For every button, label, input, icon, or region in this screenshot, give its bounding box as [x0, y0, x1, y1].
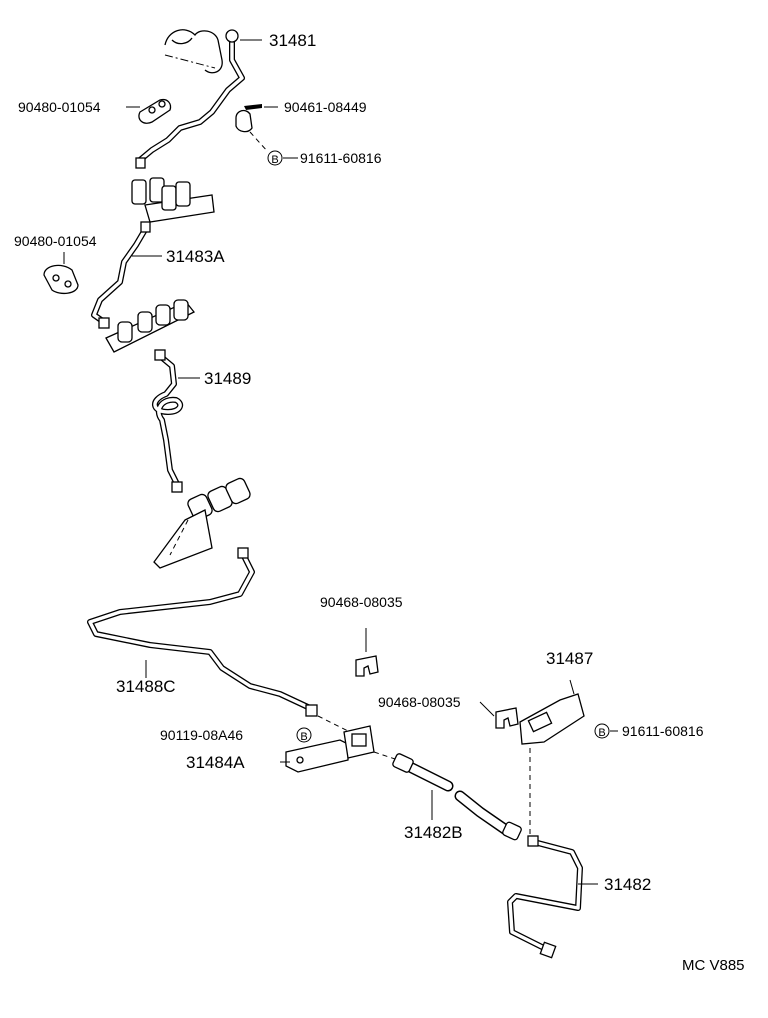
label-90480-mid: 90480-01054 [14, 233, 97, 249]
label-90480-top: 90480-01054 [18, 99, 101, 115]
bracket-31484A [285, 715, 399, 773]
label-31483A: 31483A [166, 247, 225, 266]
brake-tube-31483A [91, 221, 151, 329]
brake-tube-31488C [87, 547, 318, 717]
label-91611-top: 91611-60816 [300, 150, 382, 166]
label-31481: 31481 [269, 31, 316, 50]
clip-90461 [235, 104, 269, 153]
svg-text:B: B [598, 727, 605, 739]
bolt-marker-right: B [594, 723, 610, 739]
bolt-marker-90119: B [296, 727, 312, 743]
label-90468-mid: 90468-08035 [378, 694, 461, 710]
master-cylinder-outline [164, 29, 223, 74]
bracket-31487 [519, 679, 585, 836]
bolt-marker-top: B [267, 150, 283, 166]
label-31487: 31487 [546, 649, 593, 668]
label-31482: 31482 [604, 875, 651, 894]
brake-hose-31482B [392, 753, 522, 841]
brake-tube-31489 [152, 349, 184, 493]
leader-lines [63, 39, 618, 885]
brake-tube-31482 [507, 835, 583, 959]
lower-valve-assembly [153, 477, 251, 569]
label-31482B: 31482B [404, 823, 463, 842]
clamp-90480-mid [43, 264, 79, 295]
label-90468-top: 90468-08035 [320, 594, 403, 610]
label-91611-right: 91611-60816 [622, 723, 704, 739]
label-31484A: 31484A [186, 753, 245, 772]
clip-90468-mid [495, 707, 519, 729]
label-90461: 90461-08449 [284, 99, 367, 115]
clip-90468-top [355, 628, 379, 677]
brake-tube-31481 [135, 29, 245, 169]
svg-text:B: B [271, 154, 278, 166]
label-90119: 90119-08A46 [160, 727, 243, 743]
label-31489: 31489 [204, 369, 251, 388]
junction-block-upper [131, 177, 215, 223]
proportioning-valve [105, 299, 196, 353]
svg-text:B: B [300, 731, 307, 743]
diagram-code: MC V885 [682, 957, 745, 974]
label-31488C: 31488C [116, 677, 176, 696]
clamp-90480-top [138, 98, 172, 124]
